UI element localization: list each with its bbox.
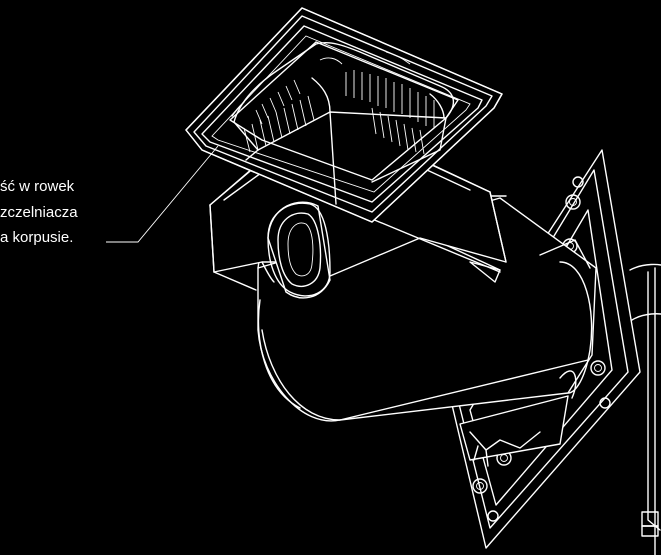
callout-text: ść w rowek zczelniacza a korpusie. [0,174,150,251]
gasket-cavity [229,41,459,205]
callout-line-1: ść w rowek [0,178,75,195]
callout-line-3: a korpusie. [0,229,74,246]
gasket-ribs [231,51,445,155]
side-rod [629,263,661,555]
callout-line-2: zczelniacza [0,203,78,221]
callout-leader [106,145,219,243]
u-trough [261,201,331,299]
